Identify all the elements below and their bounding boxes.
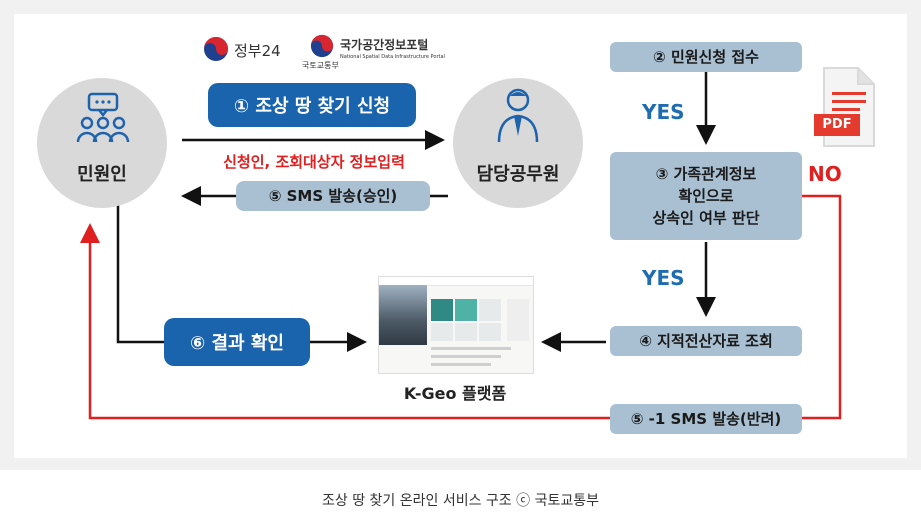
applicant-label: 민원인 [77, 164, 127, 185]
no-label: NO [808, 162, 842, 186]
step4-lookup: ④ 지적전산자료 조회 [610, 326, 802, 356]
step1-subtext: 신청인, 조회대상자 정보입력 [223, 153, 405, 171]
step1-apply: ① 조상 땅 찾기 신청 [208, 83, 416, 127]
platform-label: K-Geo 플랫폼 [403, 384, 507, 403]
officer-icon [497, 88, 539, 143]
people-group-icon [76, 92, 130, 143]
pdf-label: PDF [822, 117, 852, 132]
step2-receive: ② 민원신청 접수 [610, 42, 802, 72]
step6-result: ⑥ 결과 확인 [164, 318, 310, 366]
figure-caption: 조상 땅 찾기 온라인 서비스 구조 ⓒ 국토교통부 [322, 493, 599, 509]
gov24-logo [203, 36, 229, 66]
step3-line1: ③ 가족관계정보 [655, 165, 757, 183]
step3-line3: 상속인 여부 판단 [652, 209, 760, 227]
applicant-node [37, 78, 167, 208]
yes-label-1: YES [642, 100, 685, 124]
step3-line2: 확인으로 [678, 187, 734, 205]
nsdi-title: 국가공간정보포털 [340, 38, 429, 52]
nsdi-subtitle: National Spatial Data Infrastructure Por… [340, 54, 445, 60]
molit-text: 국토교통부 [302, 61, 339, 70]
pdf-icon: PDF [812, 66, 878, 150]
taegeuk-icon [310, 34, 334, 58]
gov24-text: 정부24 [234, 42, 281, 60]
step3-judge: ③ 가족관계정보 확인으로 상속인 여부 판단 [610, 152, 802, 240]
step5-1-sms-reject: ⑤ -1 SMS 발송(반려) [610, 404, 802, 434]
arrow-reject [80, 194, 842, 420]
official-label: 담당공무원 [476, 164, 560, 185]
yes-label-2: YES [642, 266, 685, 290]
k-geo-screenshot [378, 276, 534, 374]
city-photo [379, 285, 427, 345]
step5-sms-approve: ⑤ SMS 발송(승인) [236, 181, 430, 211]
molit-logo [310, 34, 334, 62]
official-node [453, 78, 583, 208]
taegeuk-icon [204, 37, 228, 61]
